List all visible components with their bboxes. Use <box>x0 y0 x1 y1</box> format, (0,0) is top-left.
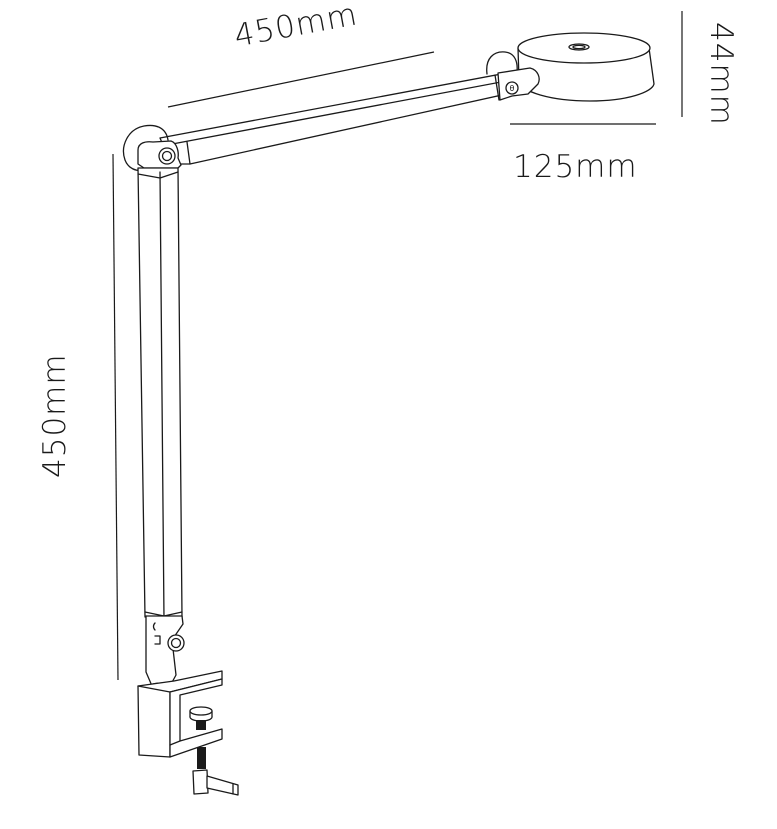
base-joint <box>145 615 185 690</box>
clamp-screw <box>189 706 213 769</box>
upper-arm <box>159 71 521 165</box>
head-diameter-label: 125mm <box>513 149 638 185</box>
head-height-label: 44mm <box>703 22 739 126</box>
desk-clamp <box>137 670 223 758</box>
lower-arm-dimension-line <box>112 153 119 681</box>
svg-text:θ: θ <box>510 84 515 93</box>
upper-arm-dimension-line <box>167 51 435 108</box>
clamp-handle <box>192 769 239 796</box>
lower-arm-length-label: 450mm <box>37 353 73 478</box>
elbow-joint <box>122 124 182 176</box>
lamp-head <box>517 32 655 102</box>
lower-arm <box>137 167 183 621</box>
head-joint: θ <box>486 51 540 101</box>
